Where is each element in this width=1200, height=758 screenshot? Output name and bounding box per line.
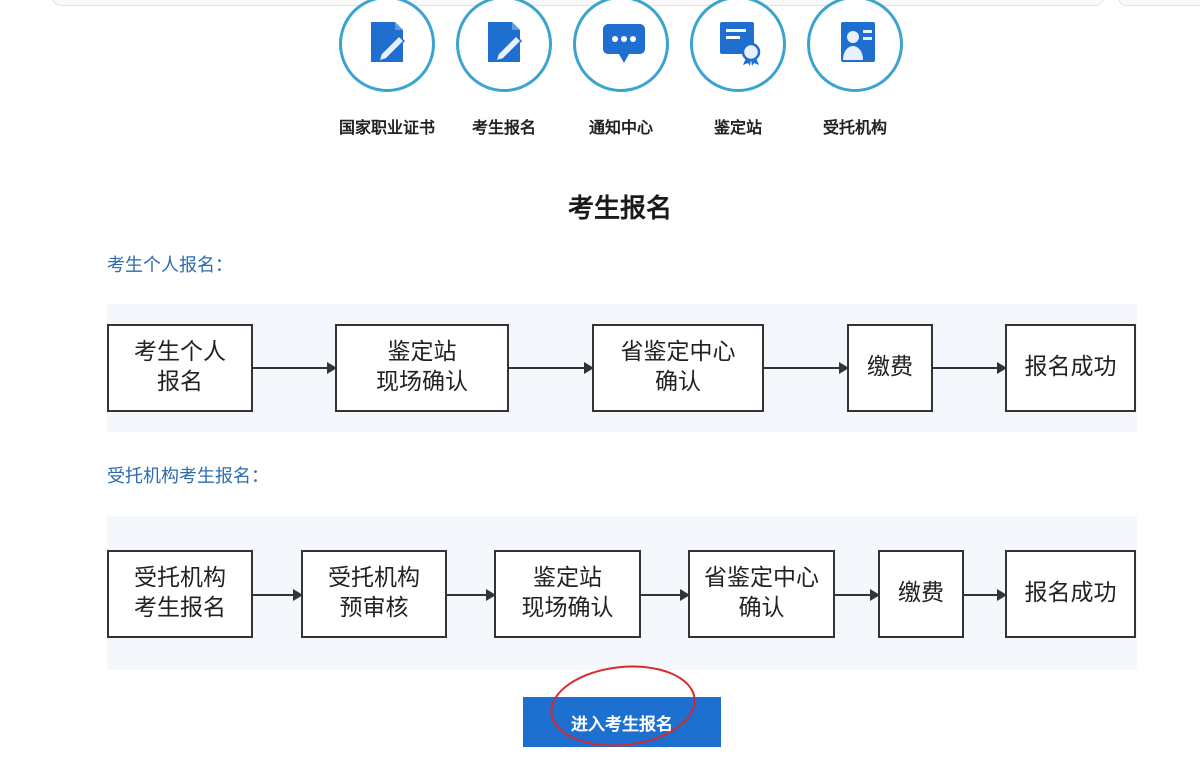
flow-step: 省鉴定中心 确认 [688,550,835,638]
personal-flow-heading: 考生个人报名： [107,255,233,276]
flow-step: 报名成功 [1005,550,1136,638]
nav-label: 国家职业证书 [338,118,435,137]
flow-step: 鉴定站 现场确认 [335,324,509,412]
flow-arrow [509,362,594,374]
flow-arrow [764,362,849,374]
flow-step: 省鉴定中心 确认 [592,324,764,412]
browser-top-bar [0,0,1200,8]
browser-control-edge [1118,0,1200,6]
page-title: 考生报名 [567,194,672,224]
flow-step: 考生个人 报名 [107,324,253,412]
register-edit-icon [488,22,523,63]
nav-label: 受托机构 [822,118,887,137]
flow-step: 受托机构 预审核 [301,550,447,638]
agency-person-icon [841,22,875,62]
certificate-badge-icon [720,22,761,66]
nav-label: 考生报名 [471,118,536,137]
flow-step: 缴费 [878,550,964,638]
flow-step: 鉴定站 现场确认 [494,550,641,638]
flow-arrow [253,362,337,374]
flow-step: 报名成功 [1005,324,1136,412]
flow-step: 缴费 [847,324,933,412]
flow-arrow [933,362,1007,374]
flow-arrow [253,589,303,601]
agency-flow-heading: 受托机构考生报名： [107,466,269,487]
flow-arrow [447,589,496,601]
flow-arrow [964,589,1007,601]
flow-arrow [641,589,690,601]
certificate-edit-icon [371,22,406,63]
enter-registration-button[interactable]: 进入考生报名 [523,697,721,747]
nav-label: 通知中心 [588,118,653,137]
chat-bubble-icon [603,24,645,63]
nav-label: 鉴定站 [713,118,762,137]
flow-arrow [835,589,880,601]
flow-step: 受托机构 考生报名 [107,550,253,638]
address-bar-edge [52,0,1104,6]
